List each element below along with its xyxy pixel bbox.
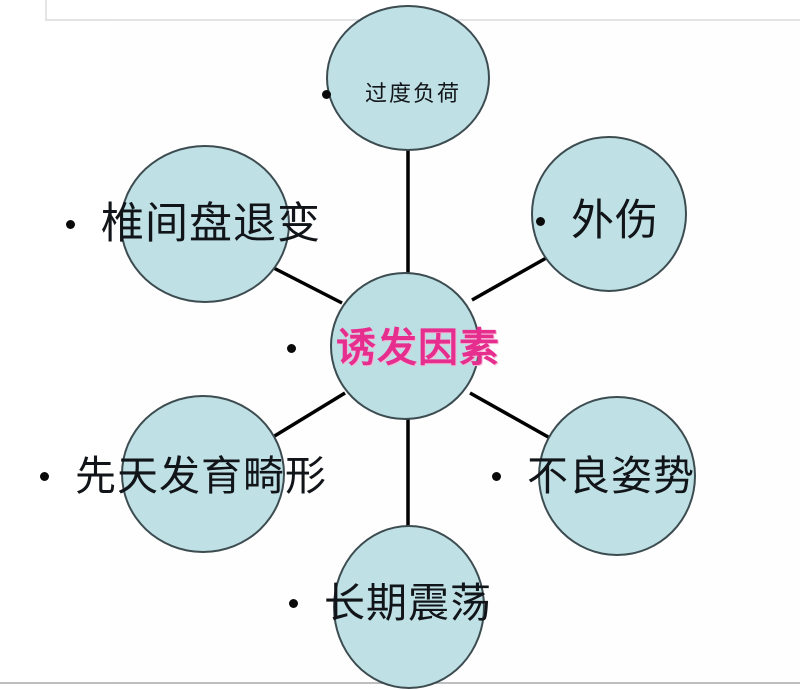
node-lower-left[interactable]: [121, 395, 285, 553]
label-upper-left: 椎间盘退变: [66, 203, 321, 246]
label-bottom: 长期震荡: [289, 583, 492, 624]
label-upper-right: 外伤: [536, 200, 659, 243]
node-bottom[interactable]: [333, 525, 485, 689]
label-lower-right: 不良姿势: [492, 456, 695, 497]
bullet-icon-center: [287, 343, 296, 353]
label-center-text: 诱发因素: [336, 325, 500, 370]
label-lower-left-text: 先天发育畸形: [75, 453, 327, 499]
label-upper-left-text: 椎间盘退变: [101, 201, 321, 248]
label-bottom-text: 长期震荡: [324, 580, 492, 626]
node-center[interactable]: [330, 272, 480, 420]
node-upper-left[interactable]: [120, 145, 290, 303]
label-lower-right-text: 不良姿势: [527, 453, 695, 499]
frame-left-edge: [45, 0, 47, 20]
label-top-text: 过度负荷: [365, 81, 462, 106]
connector-center-to-upper-left: [261, 260, 343, 305]
label-center: 诱发因素: [287, 328, 500, 368]
bullet-icon-lower-right: [492, 472, 501, 481]
bullet-icon-upper-left: [66, 220, 75, 229]
label-upper-right-text: 外伤: [571, 198, 659, 245]
label-lower-left: 先天发育畸形: [40, 456, 327, 497]
label-top: 过度负荷: [322, 83, 461, 105]
node-lower-right[interactable]: [538, 396, 696, 556]
node-upper-right[interactable]: [531, 136, 687, 292]
connector-center-to-lower-left: [267, 391, 346, 442]
connector-center-to-lower-right: [469, 391, 551, 440]
bullet-icon-bottom: [289, 599, 298, 608]
bullet-icon-lower-left: [40, 472, 49, 481]
connector-center-to-upper-right: [471, 255, 549, 302]
node-top[interactable]: [326, 5, 490, 151]
bullet-icon-top: [322, 89, 331, 99]
bullet-icon-upper-right: [536, 217, 545, 226]
